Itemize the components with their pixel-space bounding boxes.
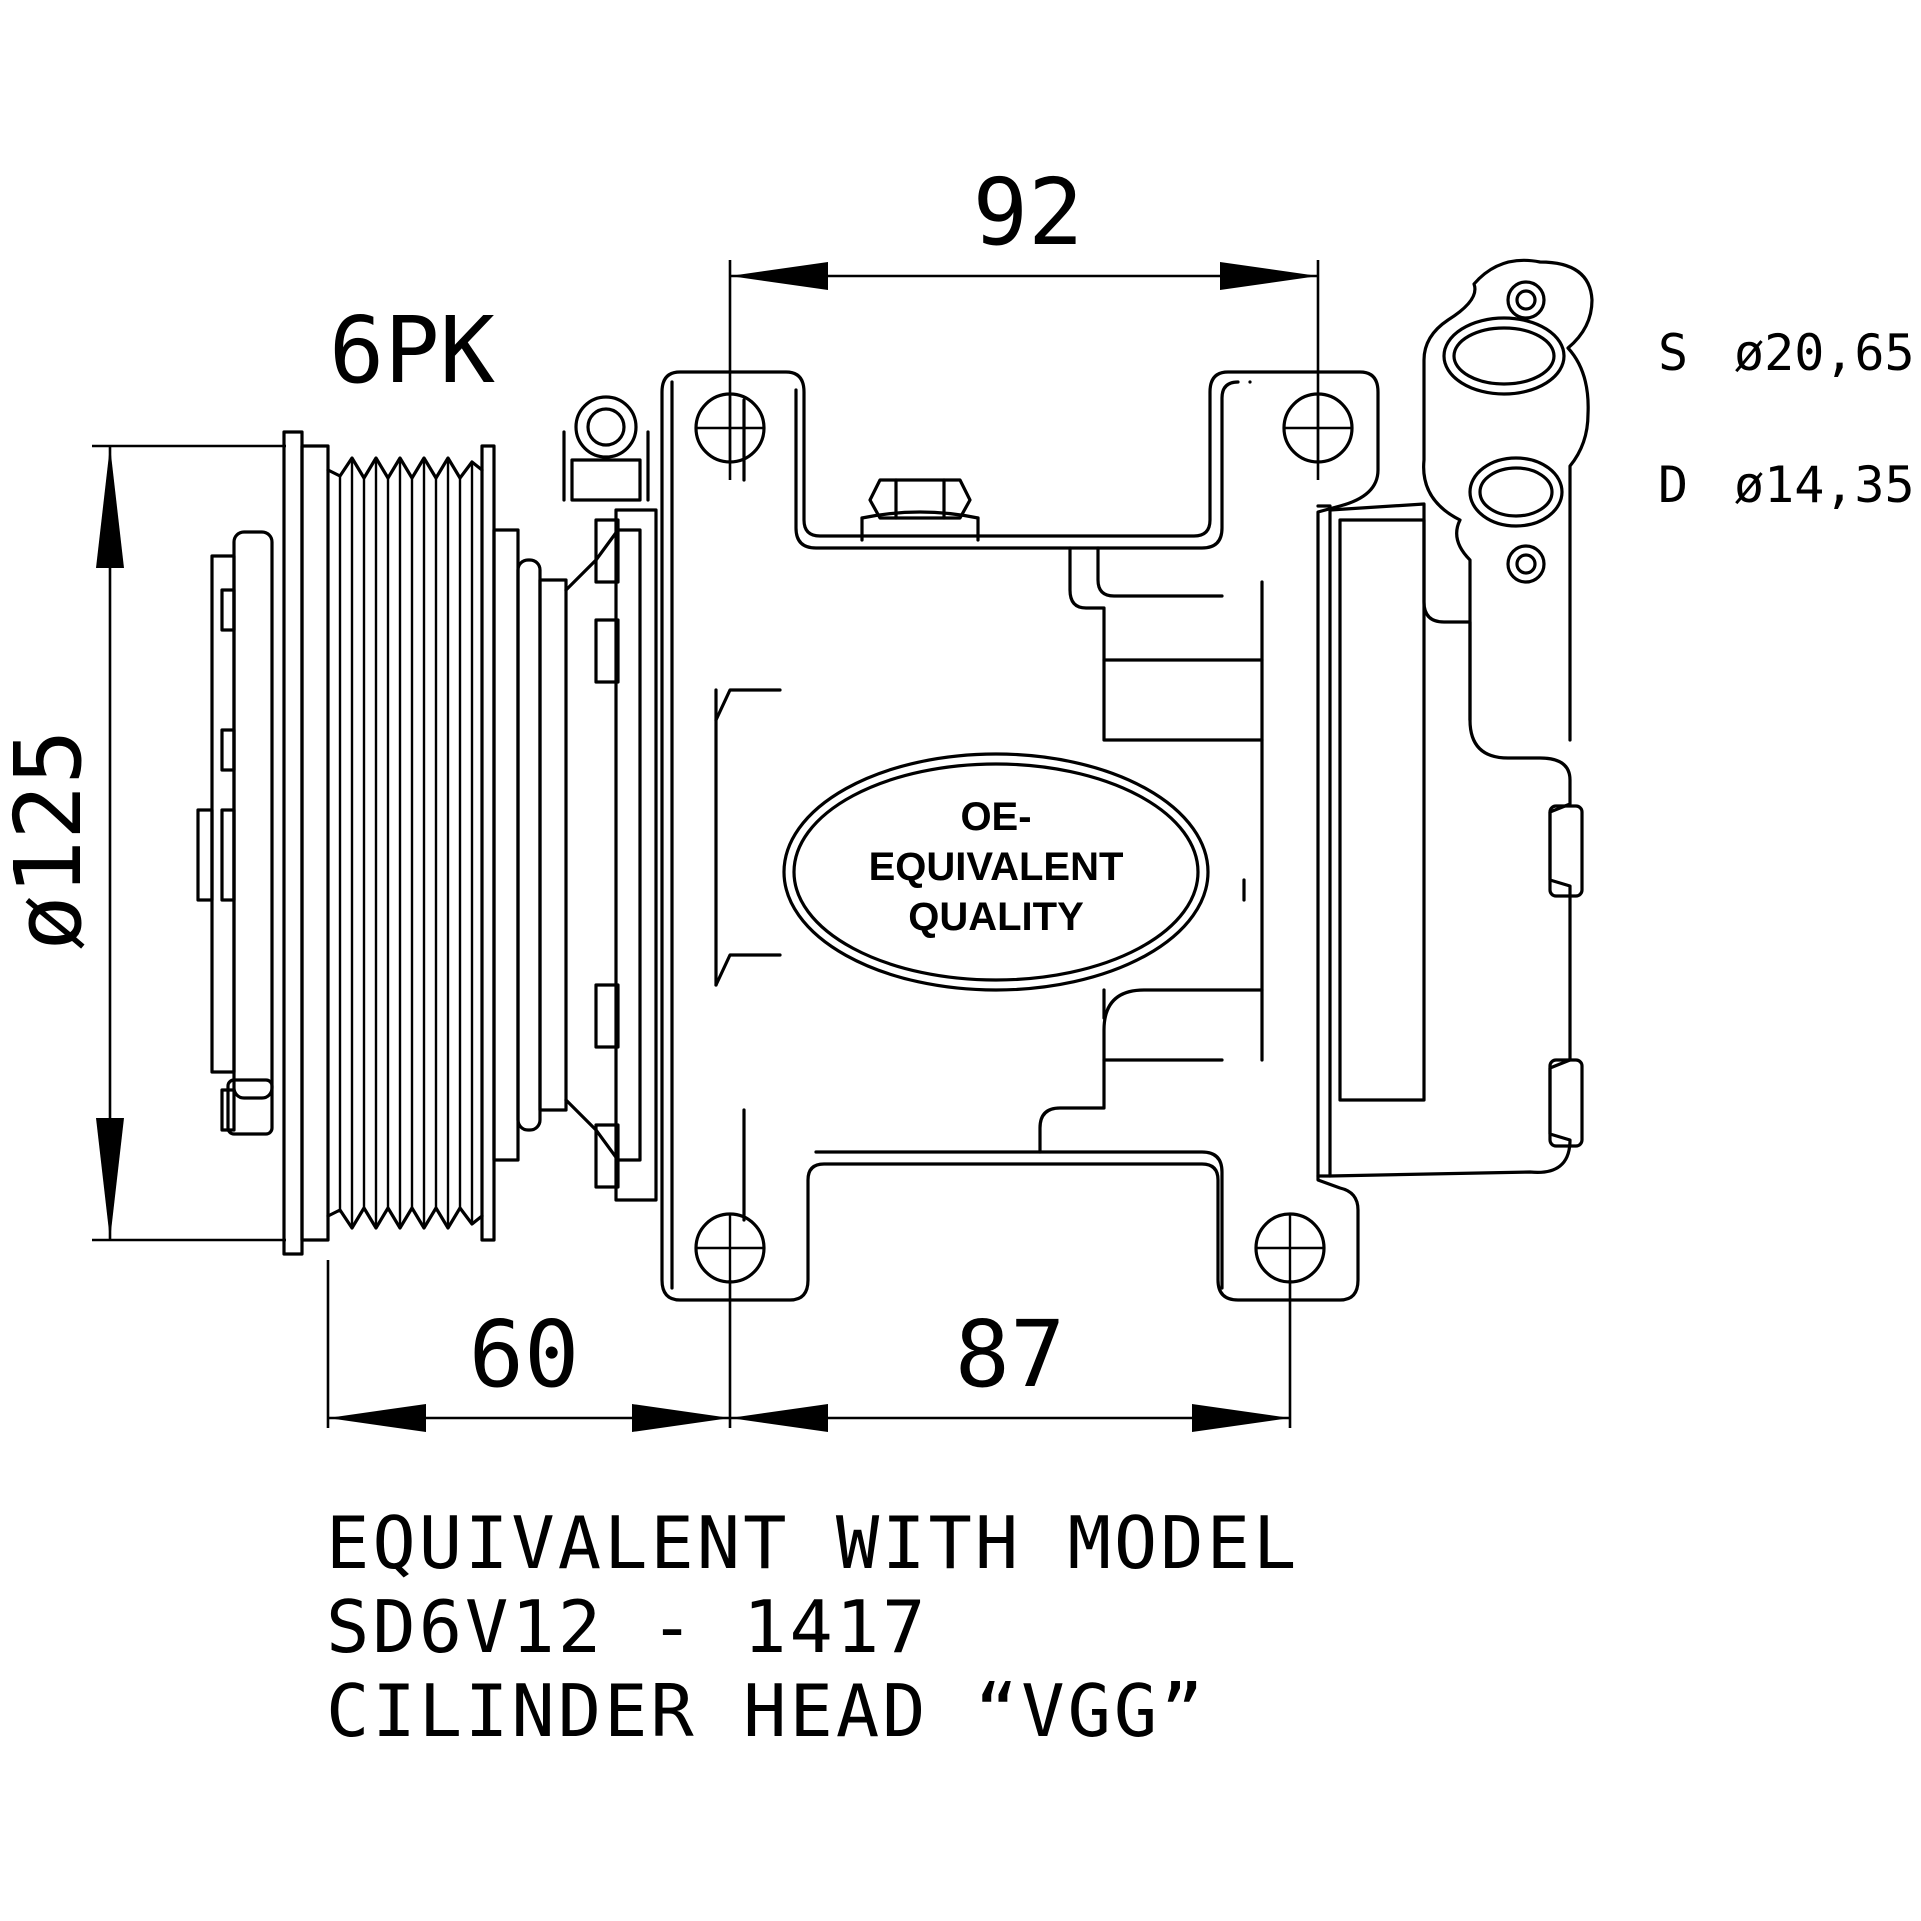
dimension-92: 92 (728, 159, 1320, 480)
pulley-assembly (196, 395, 650, 1256)
port-d-letter: D (1658, 456, 1688, 514)
rear-head (1316, 258, 1594, 1178)
port-d-size: ø14,35 (1734, 456, 1915, 514)
oe-quality-badge: OE- EQUIVALENT QUALITY (782, 752, 1210, 992)
belt-6pk-label: 6PK (329, 297, 496, 404)
badge-line-2: EQUIVALENT (869, 845, 1124, 889)
dim-125-label: ø125 (0, 729, 102, 951)
dimension-60: 60 (326, 1260, 732, 1432)
mount-hole-bottom-left (694, 1212, 766, 1284)
badge-line-3: QUALITY (908, 895, 1084, 939)
note-line-2: SD6V12 - 1417 (326, 1585, 929, 1669)
note-line-1: EQUIVALENT WITH MODEL (326, 1501, 1299, 1585)
note-line-3: CILINDER HEAD “VGG” (326, 1669, 1207, 1753)
dim-87-label: 87 (955, 1301, 1066, 1408)
model-notes: EQUIVALENT WITH MODEL SD6V12 - 1417 CILI… (326, 1501, 1299, 1753)
dim-92-label: 92 (973, 159, 1084, 266)
badge-line-1: OE- (960, 795, 1031, 839)
dimension-125: ø125 (0, 444, 286, 1242)
port-s-letter: S (1658, 324, 1688, 382)
compressor-body (660, 370, 1380, 1302)
belt-label: 6PK (329, 297, 496, 404)
port-s-size: ø20,65 (1734, 324, 1915, 382)
front-housing (564, 508, 658, 1202)
dimension-87: 87 (730, 1280, 1292, 1432)
port-specs: S ø20,65 D ø14,35 (1658, 324, 1915, 514)
mount-hole-bottom-right (1254, 1212, 1326, 1284)
dim-60-label: 60 (469, 1301, 580, 1408)
